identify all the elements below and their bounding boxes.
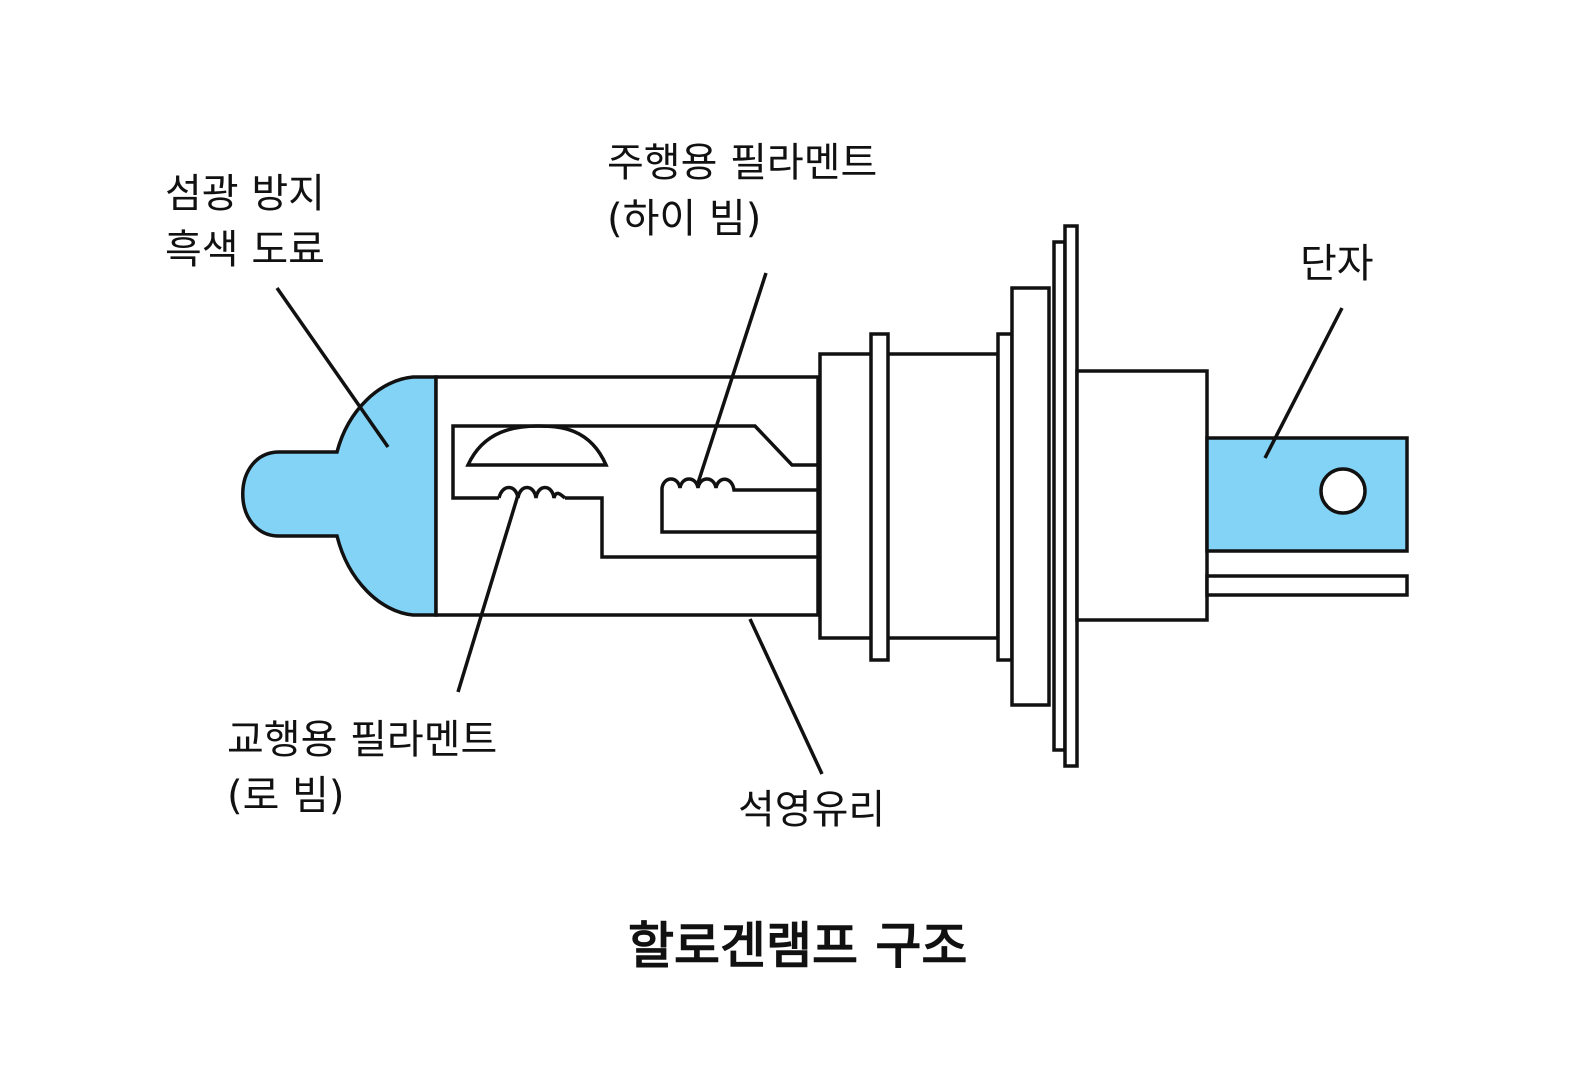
terminal-leader xyxy=(1263,307,1344,459)
base-body xyxy=(1075,369,1209,622)
high-beam-label-line1: 주행용 필라멘트 xyxy=(607,140,878,186)
high-beam-label-line2: (하이 빔) xyxy=(607,196,762,242)
terminal-label-text: 단자 xyxy=(1300,241,1374,287)
diagram-title: 할로겐램프 구조 xyxy=(628,917,968,975)
anti-glare-leader xyxy=(275,286,390,449)
quartz-glass-leader xyxy=(748,618,824,775)
high-beam-filament-label: 주행용 필라멘트 (하이 빔) xyxy=(607,135,877,247)
base-flange-3 xyxy=(1010,286,1051,707)
base-flange-1 xyxy=(869,332,890,662)
terminal-blade xyxy=(1205,436,1409,553)
low-beam-shield xyxy=(465,424,609,467)
low-beam-filament xyxy=(497,485,567,500)
terminal-pin xyxy=(1205,574,1409,597)
quartz-glass-label: 석영유리 xyxy=(738,782,885,838)
low-beam-label-line2: (로 빔) xyxy=(227,773,345,819)
high-beam-leader xyxy=(696,272,768,484)
bulb-tip xyxy=(241,375,438,617)
low-beam-label-line1: 교행용 필라멘트 xyxy=(227,717,498,763)
low-beam-support-lower xyxy=(565,496,818,559)
low-beam-leader xyxy=(456,494,520,693)
base-flange-2 xyxy=(996,332,1014,662)
base-collar xyxy=(818,352,1000,640)
terminal-label: 단자 xyxy=(1300,236,1374,292)
terminal-hole xyxy=(1319,467,1367,515)
low-beam-support xyxy=(451,424,818,500)
low-beam-filament-label: 교행용 필라멘트 (로 빔) xyxy=(227,712,497,824)
anti-glare-label-line2: 흑색 도료 xyxy=(165,227,325,273)
anti-glare-coating-label: 섬광 방지 흑색 도료 xyxy=(165,166,325,278)
base-flange-5 xyxy=(1063,224,1079,768)
anti-glare-label-line1: 섬광 방지 xyxy=(165,171,325,217)
quartz-glass-label-text: 석영유리 xyxy=(738,787,886,833)
high-beam-filament xyxy=(660,477,818,534)
